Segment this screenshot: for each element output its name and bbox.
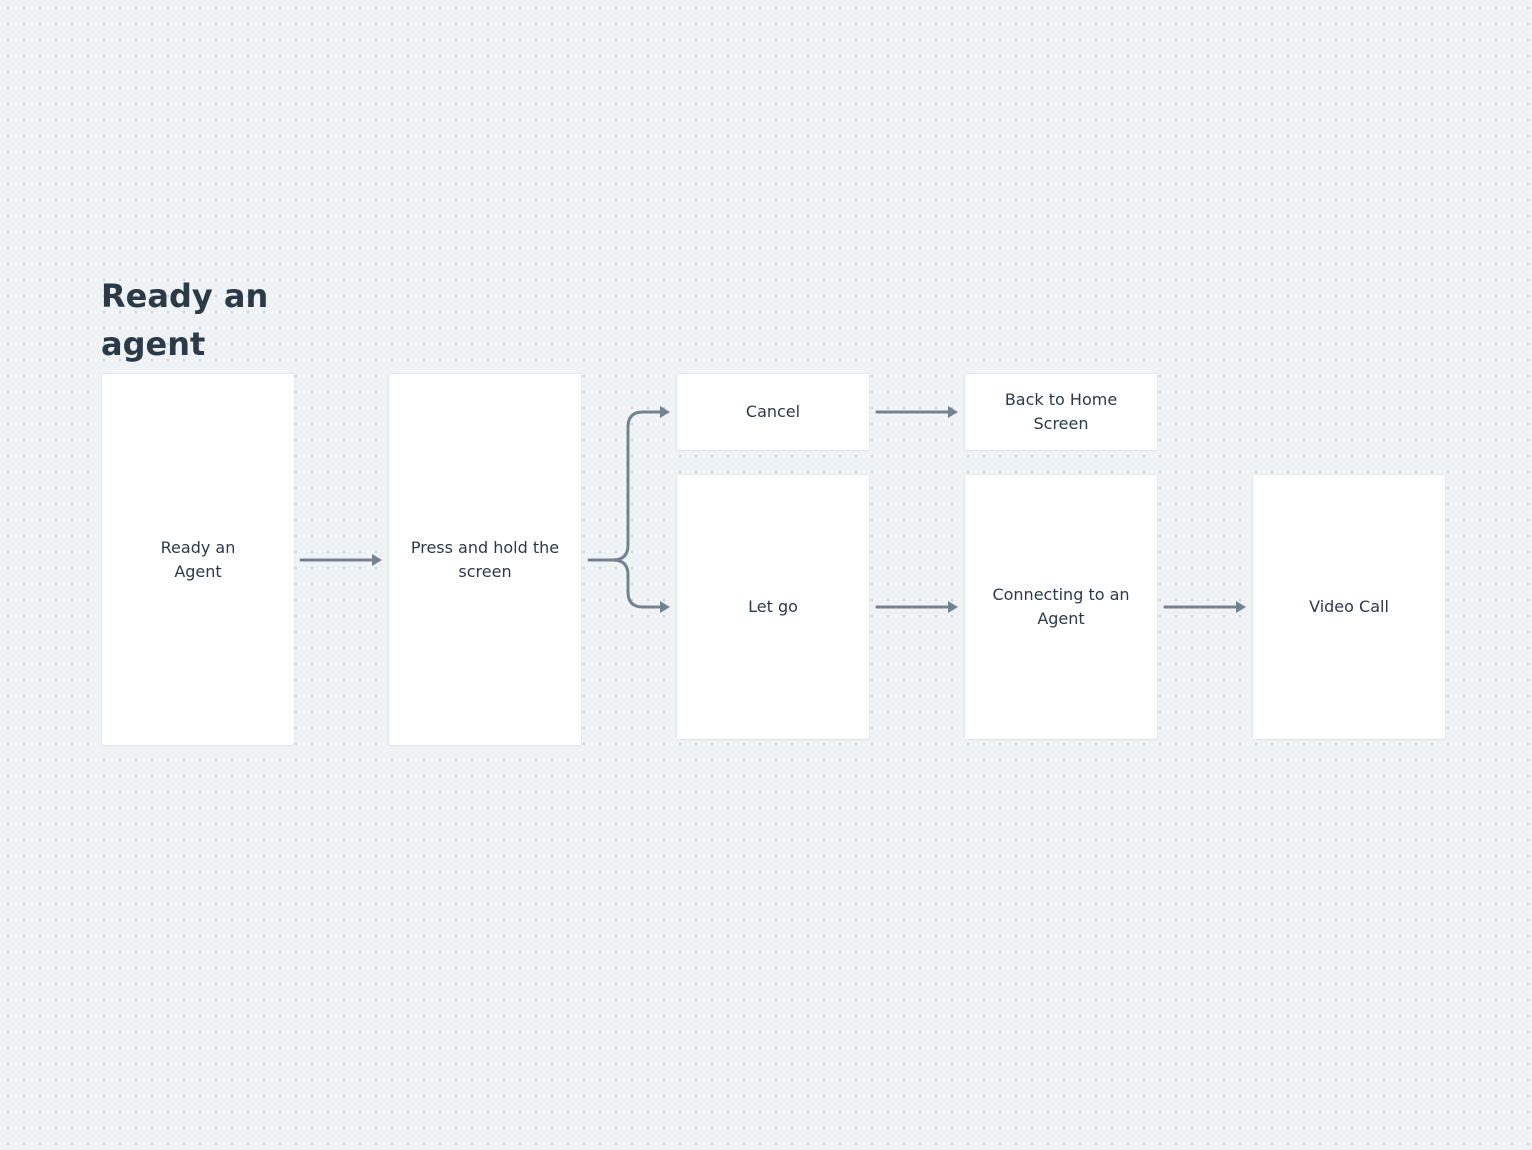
node-label: Ready an Agent <box>160 537 236 581</box>
node-connecting-to-agent[interactable]: Connecting to an Agent <box>965 475 1157 739</box>
node-label: Press and hold the screen <box>410 537 560 581</box>
node-label: Let go <box>748 597 798 616</box>
connector-connecting-to-video <box>1163 601 1246 613</box>
connector-cancel-to-back <box>875 406 958 418</box>
node-ready-an-agent[interactable]: Ready an Agent <box>102 374 294 745</box>
node-back-to-home-screen[interactable]: Back to Home Screen <box>965 374 1157 450</box>
arrowhead-icon <box>1236 601 1246 613</box>
node-cancel[interactable]: Cancel <box>677 374 869 450</box>
node-label: Connecting to an Agent <box>992 585 1130 628</box>
node-label: Video Call <box>1309 597 1389 616</box>
arrowhead-icon <box>948 406 958 418</box>
arrowhead-icon <box>660 601 670 613</box>
frame-title: Ready an agent <box>101 277 269 363</box>
connector-letgo-to-connecting <box>875 601 958 613</box>
node-label: Cancel <box>745 402 801 421</box>
node-video-call[interactable]: Video Call <box>1253 475 1445 739</box>
node-let-go[interactable]: Let go <box>677 475 869 739</box>
arrowhead-icon <box>948 601 958 613</box>
arrowhead-icon <box>660 406 670 418</box>
connector-press-branch <box>587 406 670 613</box>
node-press-and-hold[interactable]: Press and hold the screen <box>389 374 581 745</box>
arrowhead-icon <box>372 554 382 566</box>
connector-ready-to-press <box>299 554 382 566</box>
node-label: Back to Home Screen <box>1004 390 1118 433</box>
